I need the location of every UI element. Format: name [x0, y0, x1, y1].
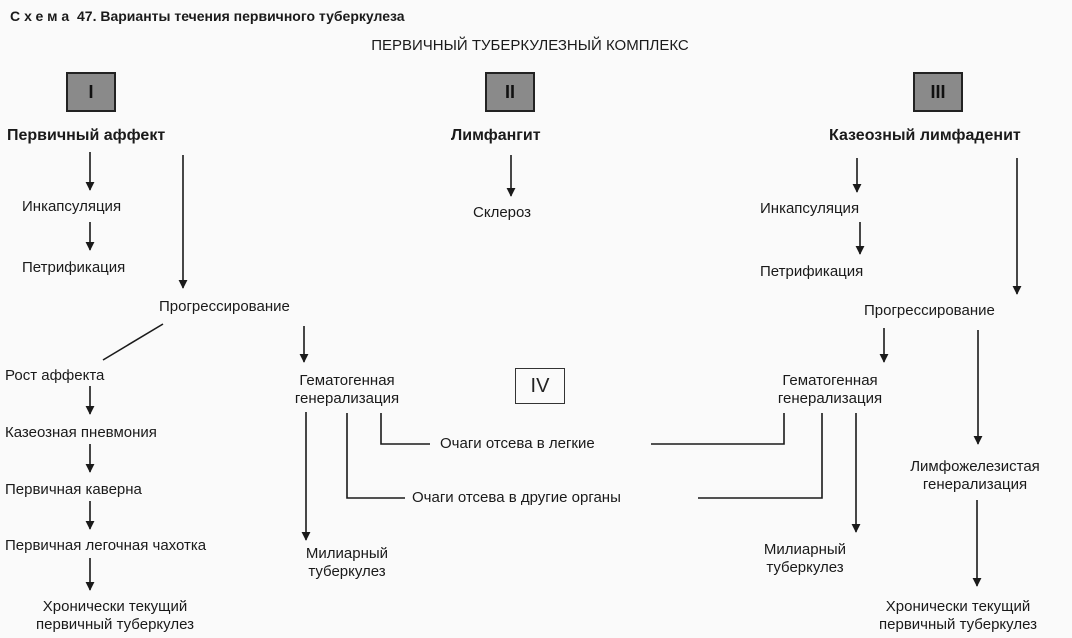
node-primary-phthisis: Первичная легочная чахотка [5, 537, 207, 554]
node-petrification-left: Петрификация [22, 259, 126, 276]
node-hematogenous-right: Гематогенная генерализация [745, 372, 915, 408]
node-caseous-lymphadenitis: Казеозный лимфаденит [829, 127, 1021, 144]
node-progression-left: Прогрессирование [159, 298, 290, 315]
node-miliary-left-line1: Милиарный [305, 545, 389, 562]
node-chronic-left-line1: Хронически текущий [42, 598, 188, 615]
node-encapsulation-left: Инкапсуляция [22, 198, 122, 215]
box-variant-ii: II [485, 72, 535, 112]
node-chronic-left: Хронически текущий первичный туберкулез [5, 598, 225, 634]
box-variant-iii: III [913, 72, 963, 112]
box-variant-iv: IV [515, 368, 565, 404]
node-organ-foci: Очаги отсева в другие органы [412, 489, 621, 506]
node-miliary-right-line2: туберкулез [766, 559, 844, 576]
connector-lung-foci [380, 413, 430, 445]
node-hematogenous-right-line2: генерализация [777, 390, 883, 407]
node-lymphoglandular-generalization: Лимфожелезистая генерализация [880, 458, 1070, 494]
node-sclerosis: Склероз [473, 204, 532, 221]
node-encapsulation-right: Инкапсуляция [760, 200, 860, 217]
node-lymphoglandular-line1: Лимфожелезистая [910, 458, 1040, 475]
node-lymphangitis: Лимфангит [451, 127, 541, 144]
node-affect-growth: Рост аффекта [5, 367, 105, 384]
node-progression-right: Прогрессирование [864, 302, 995, 319]
node-primary-cavity: Первичная каверна [5, 481, 142, 498]
node-chronic-right-line1: Хронически текущий [885, 598, 1031, 615]
connector-organ-foci [346, 413, 405, 499]
node-chronic-right: Хронически текущий первичный туберкулез [848, 598, 1068, 634]
connector-lung-foci-right [651, 413, 785, 445]
node-chronic-left-line2: первичный туберкулез [36, 616, 194, 633]
node-miliary-left: Милиарный туберкулез [287, 545, 407, 581]
node-primary-affect: Первичный аффект [7, 127, 166, 144]
node-hematogenous-left: Гематогенная генерализация [262, 372, 432, 408]
connector-organ-foci-right [698, 413, 823, 499]
scheme-title-text: 47. Варианты течения первичного туберкул… [77, 8, 405, 24]
node-caseous-pneumonia: Казеозная пневмония [5, 424, 157, 441]
scheme-word: Схема [10, 8, 74, 24]
node-chronic-right-line2: первичный туберкулез [879, 616, 1037, 633]
node-miliary-right: Милиарный туберкулез [745, 541, 865, 577]
node-petrification-right: Петрификация [760, 263, 864, 280]
node-lung-foci: Очаги отсева в легкие [440, 435, 595, 452]
node-hematogenous-left-line1: Гематогенная [299, 372, 395, 389]
node-hematogenous-right-line1: Гематогенная [782, 372, 878, 389]
scheme-title: Схема 47. Варианты течения первичного ту… [10, 8, 405, 24]
node-hematogenous-left-line2: генерализация [294, 390, 400, 407]
box-variant-i: I [66, 72, 116, 112]
node-miliary-left-line2: туберкулез [308, 563, 386, 580]
node-miliary-right-line1: Милиарный [763, 541, 847, 558]
line-progression-to-affect-growth [102, 323, 164, 361]
diagram-subtitle: ПЕРВИЧНЫЙ ТУБЕРКУЛЕЗНЫЙ КОМПЛЕКС [371, 37, 689, 54]
node-lymphoglandular-line2: генерализация [922, 476, 1028, 493]
